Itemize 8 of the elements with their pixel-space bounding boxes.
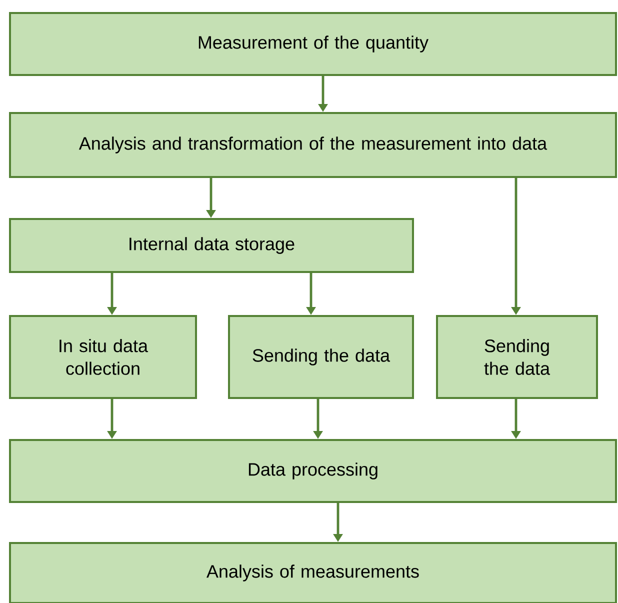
process-box: Sending the data [228, 315, 414, 399]
process-box: Sending the data [436, 315, 598, 399]
process-box: Internal data storage [9, 218, 414, 273]
process-box: Analysis and transformation of the measurement into data [9, 112, 617, 178]
process-box: Data processing [9, 439, 617, 503]
process-box: Measurement of the quantity [9, 12, 617, 76]
process-box: Analysis of measurements [9, 542, 617, 603]
process-box: In situ data collection [9, 315, 197, 399]
